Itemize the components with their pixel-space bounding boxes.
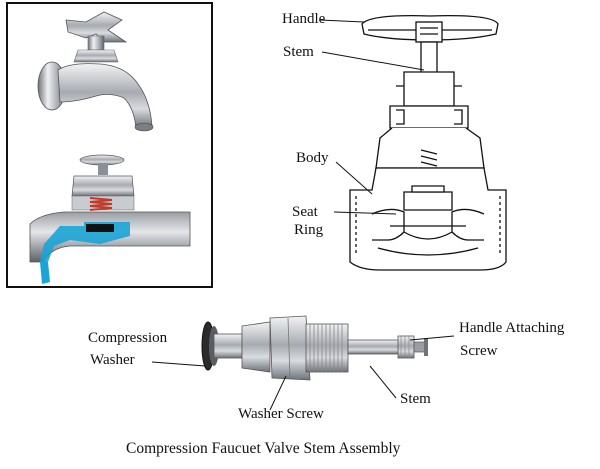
water-graphic <box>40 222 130 284</box>
label-handle-screw-line2: Screw <box>460 343 498 359</box>
faucet-exterior-image <box>37 11 154 132</box>
label-compression-line1: Compression <box>88 330 168 346</box>
label-seat-line1: Seat <box>292 204 318 220</box>
diagram-caption: Compression Faucuet Valve Stem Assembly <box>126 440 401 457</box>
label-stem-bottom: Stem <box>400 391 431 407</box>
label-handle-screw-line1: Handle Attaching <box>459 320 565 336</box>
label-body: Body <box>296 150 329 166</box>
leader-lines-top <box>319 19 425 215</box>
label-seat-line2: Ring <box>294 222 324 238</box>
faucet-photo-panel <box>6 2 213 288</box>
label-handle: Handle <box>282 11 326 27</box>
leader-lines-bottom <box>151 335 455 411</box>
valve-stem-assembly-image <box>201 315 428 381</box>
faucet-cutaway-image <box>29 154 191 284</box>
label-washer-screw: Washer Screw <box>238 406 324 422</box>
spring-graphic <box>89 197 113 211</box>
label-compression-line2: Washer <box>90 352 135 368</box>
label-stem-top: Stem <box>283 44 314 60</box>
valve-cross-section <box>349 15 507 271</box>
